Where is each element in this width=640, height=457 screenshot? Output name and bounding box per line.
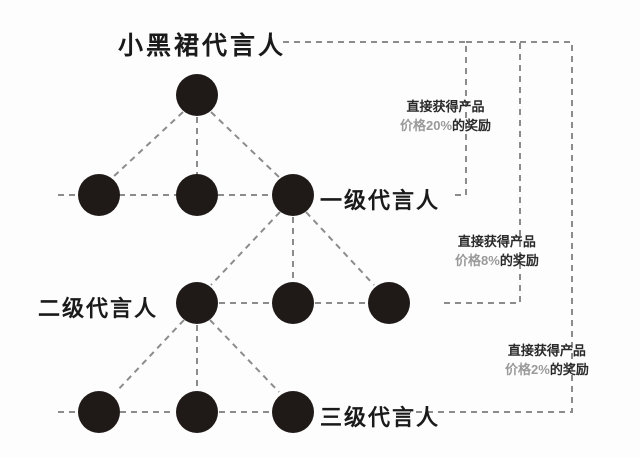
edge-root-t1a — [111, 111, 184, 179]
annotation-reward-tier3-line1: 直接获得产品 — [507, 343, 586, 358]
node-tier3-1[interactable] — [78, 391, 120, 433]
edge-t1c-t2c — [305, 211, 375, 286]
bracket-tier2 — [440, 41, 521, 304]
node-tier3-2[interactable] — [176, 391, 218, 433]
annotation-reward-tier2: 直接获得产品 价格8%的奖励 — [455, 232, 539, 270]
annotation-reward-tier2-line1: 直接获得产品 — [457, 234, 536, 249]
edge-t2a-t3c — [209, 319, 280, 393]
node-tier1-2[interactable] — [176, 174, 218, 216]
bracket-tier1 — [283, 41, 467, 196]
edge-root-t1c — [210, 111, 281, 179]
annotation-reward-tier1-line1: 直接获得产品 — [406, 99, 485, 114]
diagram-title: 小黑裙代言人 — [118, 32, 287, 60]
node-tier2-3[interactable] — [368, 282, 410, 324]
node-tier1-1[interactable] — [78, 174, 120, 216]
annotation-reward-tier1-prefix: 价格 — [400, 118, 427, 133]
annotation-reward-tier3-suffix: 的奖励 — [549, 362, 589, 377]
annotation-reward-tier3-prefix: 价格 — [505, 362, 532, 377]
node-tier0-1[interactable] — [176, 74, 218, 116]
annotation-reward-tier1-suffix: 的奖励 — [452, 118, 492, 133]
annotation-reward-tier1-line2: 价格20%的奖励 — [400, 116, 491, 135]
annotation-reward-tier2-percent: 8% — [481, 253, 500, 268]
bracket-tier3 — [410, 41, 573, 413]
node-tier1-3[interactable] — [272, 174, 314, 216]
annotation-reward-tier1-percent: 20% — [426, 118, 453, 133]
node-tier2-1[interactable] — [176, 282, 218, 324]
annotation-reward-tier2-suffix: 的奖励 — [499, 253, 539, 268]
tier-label-tier2: 二级代言人 — [38, 296, 159, 321]
edge-t1c-t2a — [210, 211, 281, 286]
annotation-reward-tier3-line2: 价格2%的奖励 — [505, 360, 589, 379]
annotation-reward-tier3: 直接获得产品 价格2%的奖励 — [505, 341, 589, 379]
annotation-reward-tier1: 直接获得产品 价格20%的奖励 — [400, 97, 491, 135]
edge-t2a-t3a — [115, 319, 185, 393]
tier-label-tier3: 三级代言人 — [320, 405, 441, 430]
tier-label-tier1: 一级代言人 — [320, 188, 441, 213]
node-tier2-2[interactable] — [272, 282, 314, 324]
annotation-reward-tier2-prefix: 价格 — [455, 253, 482, 268]
annotation-reward-tier3-percent: 2% — [531, 362, 550, 377]
annotation-reward-tier2-line2: 价格8%的奖励 — [455, 251, 539, 270]
node-tier3-3[interactable] — [272, 391, 314, 433]
